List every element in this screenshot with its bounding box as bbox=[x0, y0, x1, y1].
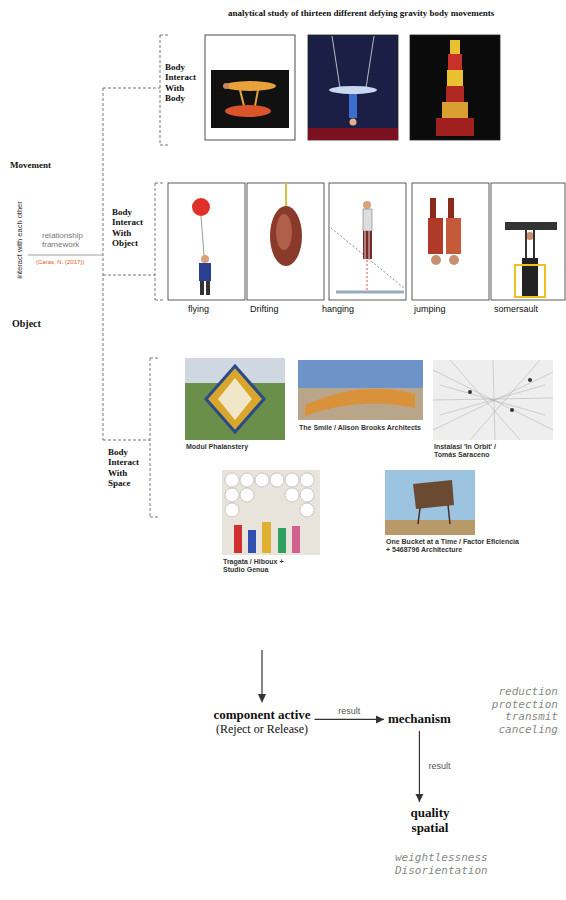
photo-somersault bbox=[491, 183, 565, 300]
photo-hanging bbox=[329, 183, 406, 300]
axis-label: Movement bbox=[10, 160, 51, 170]
arrow-head bbox=[376, 715, 384, 723]
photo-in-orbit bbox=[433, 360, 553, 440]
diagram-title: analytical study of thirteen different d… bbox=[228, 8, 494, 18]
edge-label: result bbox=[336, 707, 362, 717]
arrow-line bbox=[419, 731, 420, 802]
photo-drifting bbox=[247, 183, 324, 300]
photo-body-body-1 bbox=[205, 35, 295, 140]
citation: (Caras, N. (2017)) bbox=[36, 259, 84, 266]
arrow-line bbox=[315, 719, 384, 720]
flow-arrow bbox=[315, 715, 384, 723]
photo-caption: Drifting bbox=[250, 304, 279, 314]
photo-tragata bbox=[222, 470, 320, 555]
framework-note: relationship framework bbox=[42, 231, 100, 249]
mechanism-list: reduction protection transmit canceling bbox=[484, 686, 558, 737]
photo-jumping bbox=[412, 183, 489, 300]
flow-step: mechanism bbox=[388, 712, 451, 727]
axis-note: interact with each other bbox=[16, 201, 25, 279]
photo-caption: somersault bbox=[494, 304, 538, 314]
photo-body-body-2 bbox=[308, 35, 398, 140]
axis-label: Object bbox=[12, 318, 41, 330]
photo-caption: Instalasi 'In Orbit' / Tomás Saraceno bbox=[434, 443, 516, 459]
branch-label: Body Interact With Object bbox=[112, 207, 150, 248]
photo-caption: hanging bbox=[322, 304, 354, 314]
photo-flying bbox=[168, 183, 245, 300]
photo-caption: jumping bbox=[414, 304, 446, 314]
flow-arrow bbox=[415, 731, 423, 802]
photo-caption: One Bucket at a Time / Factor Eficiencia… bbox=[386, 538, 521, 554]
flow-step: quality spatial bbox=[401, 806, 459, 836]
step-heading: mechanism bbox=[388, 712, 451, 727]
tree-lines bbox=[28, 35, 168, 517]
photo-caption: Tragata / Hiboux + Studio Genua bbox=[223, 558, 303, 574]
down-arrow bbox=[258, 650, 266, 703]
branch-label: Body Interact With Body bbox=[165, 62, 203, 103]
edge-label: result bbox=[426, 762, 452, 772]
photo-caption: Modul Phalanstery bbox=[186, 443, 286, 451]
photo-one-bucket bbox=[385, 470, 475, 535]
photo-body-body-3 bbox=[410, 35, 500, 140]
arrow-head bbox=[415, 794, 423, 802]
step-heading: component active bbox=[213, 708, 310, 723]
photo-modul-phalanstery bbox=[185, 358, 285, 440]
step-note: (Reject or Release) bbox=[213, 723, 310, 737]
photo-caption: flying bbox=[188, 304, 209, 314]
photo-the-smile bbox=[298, 360, 423, 420]
quality-list: weightlessness Disorientation bbox=[395, 852, 499, 877]
step-heading: quality spatial bbox=[401, 806, 459, 836]
flow-step: component active(Reject or Release) bbox=[213, 708, 310, 737]
branch-label: Body Interact With Space bbox=[108, 447, 146, 488]
photo-caption: The Smile / Alison Brooks Architects bbox=[299, 424, 424, 432]
